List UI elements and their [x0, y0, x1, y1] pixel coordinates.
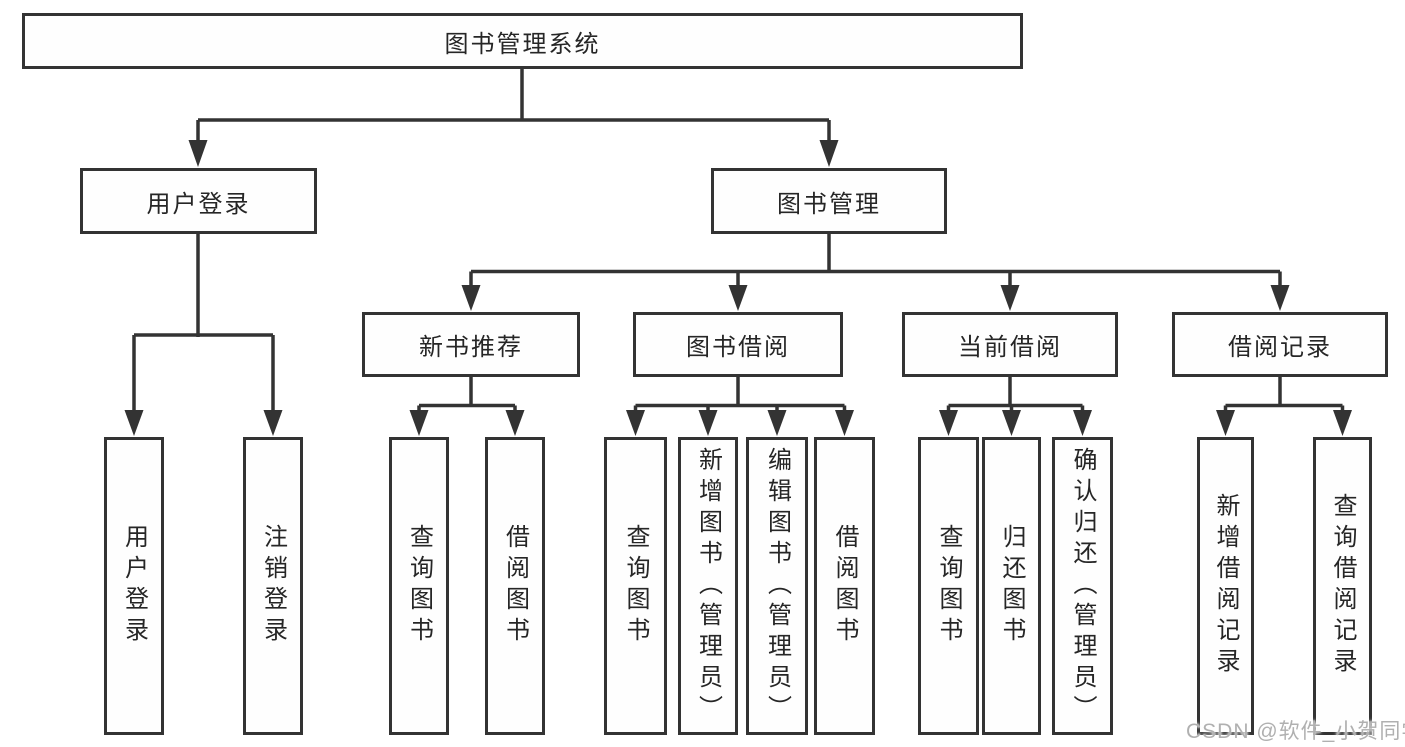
node-book-borrow: 图书借阅 — [633, 312, 843, 377]
connector-book-mgmt — [461, 233, 1290, 311]
connector-borrow-records — [1216, 377, 1352, 436]
leaf-return-books-label: 归还图书 — [998, 524, 1025, 648]
node-borrow-records-label: 借阅记录 — [1228, 334, 1332, 361]
leaf-return-books: 归还图书 — [982, 437, 1041, 735]
leaf-user-login: 用户登录 — [104, 437, 164, 735]
leaf-confirm-return-label: 确认归还（管理员） — [1069, 446, 1096, 726]
leaf-query-books-2: 查询图书 — [604, 437, 667, 735]
connector-new-book-rec — [409, 377, 525, 436]
leaf-query-borrow-record: 查询借阅记录 — [1313, 437, 1372, 735]
leaf-add-borrow-record-label: 新增借阅记录 — [1212, 493, 1239, 679]
node-book-mgmt: 图书管理 — [711, 168, 947, 234]
node-book-mgmt-label: 图书管理 — [777, 190, 881, 218]
connector-current-borrow — [939, 377, 1092, 436]
node-root-label: 图书管理系统 — [444, 30, 601, 58]
node-book-borrow-label: 图书借阅 — [686, 334, 790, 361]
leaf-logout: 注销登录 — [243, 437, 303, 735]
leaf-user-login-label: 用户登录 — [120, 524, 148, 648]
watermark: CSDN @软件_小贺同学 — [1186, 720, 1405, 743]
leaf-query-books-1-label: 查询图书 — [405, 524, 433, 648]
leaf-borrow-books-1: 借阅图书 — [485, 437, 545, 735]
node-current-borrow-label: 当前借阅 — [958, 334, 1062, 361]
connector-root — [188, 68, 839, 167]
leaf-borrow-books-1-label: 借阅图书 — [501, 524, 529, 648]
leaf-query-books-1: 查询图书 — [389, 437, 449, 735]
connector-user-login — [124, 233, 283, 436]
leaf-query-books-2-label: 查询图书 — [622, 524, 649, 648]
leaf-edit-books-label: 编辑图书（管理员） — [763, 446, 791, 726]
leaf-query-books-3: 查询图书 — [918, 437, 979, 735]
node-borrow-records: 借阅记录 — [1172, 312, 1388, 377]
node-new-book-rec: 新书推荐 — [362, 312, 580, 377]
leaf-borrow-books-2: 借阅图书 — [814, 437, 875, 735]
node-new-book-rec-label: 新书推荐 — [419, 334, 523, 361]
connector-book-borrow — [626, 377, 854, 436]
node-user-login: 用户登录 — [80, 168, 317, 234]
leaf-edit-books: 编辑图书（管理员） — [746, 437, 808, 735]
leaf-add-borrow-record: 新增借阅记录 — [1197, 437, 1254, 735]
leaf-add-books: 新增图书（管理员） — [678, 437, 738, 735]
leaf-confirm-return: 确认归还（管理员） — [1052, 437, 1113, 735]
leaf-query-books-3-label: 查询图书 — [935, 524, 962, 648]
leaf-add-books-label: 新增图书（管理员） — [694, 446, 722, 726]
node-current-borrow: 当前借阅 — [902, 312, 1118, 377]
leaf-borrow-books-2-label: 借阅图书 — [831, 524, 858, 648]
node-root: 图书管理系统 — [22, 13, 1023, 69]
node-user-login-label: 用户登录 — [146, 190, 251, 218]
leaf-query-borrow-record-label: 查询借阅记录 — [1329, 493, 1356, 679]
leaf-logout-label: 注销登录 — [259, 524, 287, 648]
